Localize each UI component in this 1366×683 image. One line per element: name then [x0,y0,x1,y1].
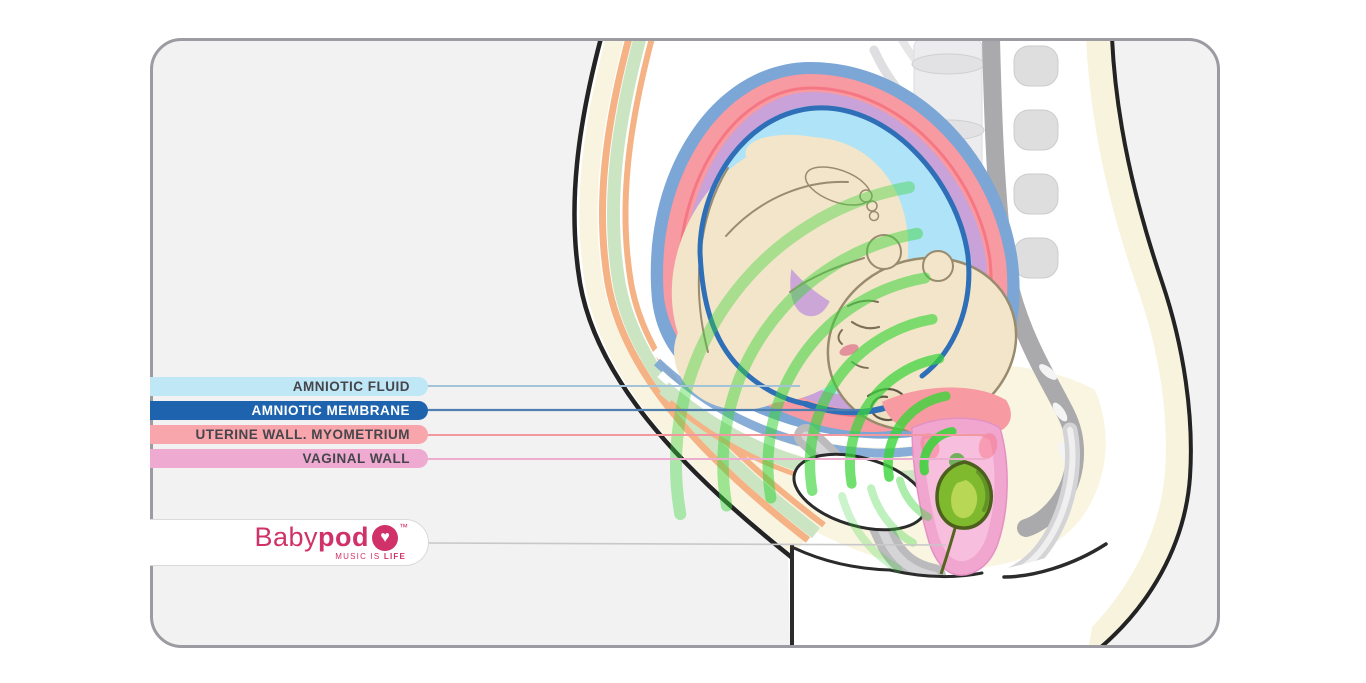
logo-tagline-light: MUSIC IS [335,552,384,561]
birth-canal [882,387,1011,576]
leader-line-babypod-device [426,542,947,546]
device-inner-highlight [951,480,978,519]
membrane-upper-ring [697,105,972,379]
fetus-arm-contour [789,257,865,293]
logo-tagline: MUSIC IS LIFE [335,552,408,561]
sound-wave-tissue-arc [896,476,932,521]
fetus-thigh-contour [725,180,849,237]
heart-speaker-icon: ♥ [372,524,398,551]
panel-border [150,38,1220,648]
logo-tagline-bold: LIFE [383,552,406,561]
sound-wave-arc [717,227,923,512]
crotch-line [792,546,892,572]
fat-layer [579,38,805,556]
sound-waves [670,181,957,573]
spinous-process [1013,173,1059,215]
sound-wave-arc [844,353,945,489]
fetus-fist [922,250,954,282]
label-pill-vaginal-wall: VAGINAL WALL [150,449,428,468]
fetus [671,134,1018,432]
sound-wave-tissue-arc [838,492,902,573]
back-fat-layer [1081,38,1190,648]
label-pill-amniotic-membrane: AMNIOTIC MEMBRANE [150,401,428,420]
fetus-fist [866,234,902,270]
fetus-foot-toe [868,210,880,222]
label-pill-amniotic-fluid: AMNIOTIC FLUID [150,377,428,396]
muscle-layer-outer [598,38,811,543]
babypod-device [935,460,993,575]
fetus-closed-eye [850,320,881,330]
muscle-layer-inner [622,38,826,528]
fetus-foot-toe [866,200,878,212]
fetus-hip [674,294,810,410]
intervertebral-disc [911,53,985,75]
spinous-process [1013,237,1059,279]
sound-wave-tissue-arc [867,484,917,547]
cervix-accent [978,433,998,459]
spinous-process [1013,109,1059,151]
logo-brand-light: Baby [254,522,319,552]
sound-wave-arc [919,427,957,476]
logo-brand-bold: pod [318,522,369,552]
fetus-foot-toe [859,189,873,203]
fetus-nose [837,329,843,345]
sound-wave-arc [762,272,931,504]
back-skin-outline [1098,38,1193,648]
sound-wave-arc [670,181,915,520]
back-layers [1081,38,1193,648]
label-pill-uterine-wall: UTERINE WALL. MYOMETRIUM [150,425,428,444]
crotch-line [888,568,984,579]
sacral-foramen [1052,402,1068,422]
device-shade [976,470,990,512]
sacral-foramen [1039,364,1057,380]
legs [790,542,1108,648]
spinous-process [1013,45,1059,87]
trademark-symbol: ™ [399,522,408,532]
buttock-underside-line [1002,542,1108,579]
legs-fill [792,545,1094,648]
sound-wave-arc [883,391,951,482]
leader-lines [424,385,986,546]
